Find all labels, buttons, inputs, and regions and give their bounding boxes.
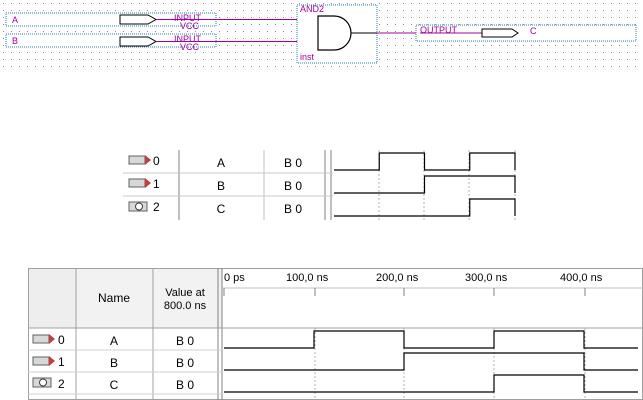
row-value: B 0 — [284, 202, 302, 216]
gate-type-label: AND2 — [300, 4, 324, 14]
input-pin-icon — [32, 356, 55, 366]
input-b-vcc: VCC — [180, 42, 200, 52]
small-row-a[interactable]: 0 A B 0 — [128, 154, 302, 170]
output-pin-icon — [128, 201, 148, 212]
input-pin-icon — [32, 334, 55, 344]
row-value: B 0 — [176, 334, 194, 348]
waveform-C — [224, 374, 638, 393]
row-value: B 0 — [284, 156, 302, 170]
input-pin-b[interactable]: B INPUT VCC — [5, 33, 320, 52]
time-label: 400,0 ns — [560, 272, 603, 284]
row-name: C — [217, 202, 226, 216]
time-ruler[interactable]: 0 ps 100,0 ns 200,0 ns 300,0 ns 400,0 ns — [223, 272, 603, 296]
big-waveforms — [224, 330, 638, 393]
row-index: 2 — [153, 200, 160, 214]
big-row-b[interactable]: 1 B B 0 — [32, 355, 194, 370]
waveform-B — [334, 175, 516, 194]
input-a-vcc: VCC — [180, 21, 200, 31]
output-name: C — [530, 26, 537, 36]
name-column-header: Name — [98, 291, 130, 305]
time-gridlines — [314, 328, 586, 400]
time-label: 100,0 ns — [286, 272, 329, 284]
input-a-label: INPUT — [174, 13, 202, 23]
input-b-label: INPUT — [174, 34, 202, 44]
row-index: 0 — [58, 333, 65, 347]
value-column-header-line2: 800.0 ns — [164, 300, 207, 312]
big-row-c[interactable]: 2 C B 0 — [32, 377, 194, 392]
row-value: B 0 — [176, 356, 194, 370]
row-name: A — [110, 334, 118, 348]
big-row-a[interactable]: 0 A B 0 — [32, 333, 194, 348]
and-gate-symbol — [317, 15, 352, 51]
simulation-waveform-main: Name Value at 800.0 ns 0 ps 100,0 ns 200… — [28, 268, 643, 400]
time-label: 0 ps — [224, 272, 245, 284]
row-index: 1 — [153, 177, 160, 191]
row-value: B 0 — [284, 179, 302, 193]
input-a-name: A — [12, 15, 18, 25]
waveform-A — [334, 152, 516, 171]
row-name: B — [110, 356, 118, 370]
and-gate[interactable]: AND2 inst — [296, 4, 378, 64]
row-index: 2 — [58, 377, 65, 391]
input-pin-icon — [128, 155, 151, 165]
input-b-name: B — [12, 36, 18, 46]
row-index: 0 — [153, 154, 160, 168]
row-index: 1 — [58, 355, 65, 369]
output-pin-c[interactable]: OUTPUT C — [415, 24, 637, 42]
waveform-B — [224, 352, 638, 371]
row-name: A — [217, 156, 225, 170]
row-value: B 0 — [176, 378, 194, 392]
row-name: B — [217, 179, 225, 193]
input-pin-a[interactable]: A INPUT VCC — [5, 12, 320, 31]
row-name: C — [110, 378, 119, 392]
small-row-c[interactable]: 2 C B 0 — [128, 200, 302, 216]
schematic-diagram: A INPUT VCC B INPUT VCC AND2 inst OUTPUT… — [0, 0, 643, 70]
time-label: 200,0 ns — [376, 272, 419, 284]
time-label: 300,0 ns — [465, 272, 508, 284]
simulation-waveform-small: 0 A B 0 1 B B 0 2 C B 0 — [123, 150, 516, 220]
input-pin-icon — [128, 178, 151, 188]
waveform-C — [334, 198, 516, 217]
gate-instance-label: inst — [300, 52, 315, 62]
value-column-header-line1: Value at — [165, 287, 205, 299]
output-label: OUTPUT — [420, 25, 458, 35]
waveform-A — [224, 330, 638, 349]
small-row-b[interactable]: 1 B B 0 — [128, 177, 302, 193]
small-waveforms — [334, 152, 516, 217]
output-pin-icon — [32, 377, 52, 388]
